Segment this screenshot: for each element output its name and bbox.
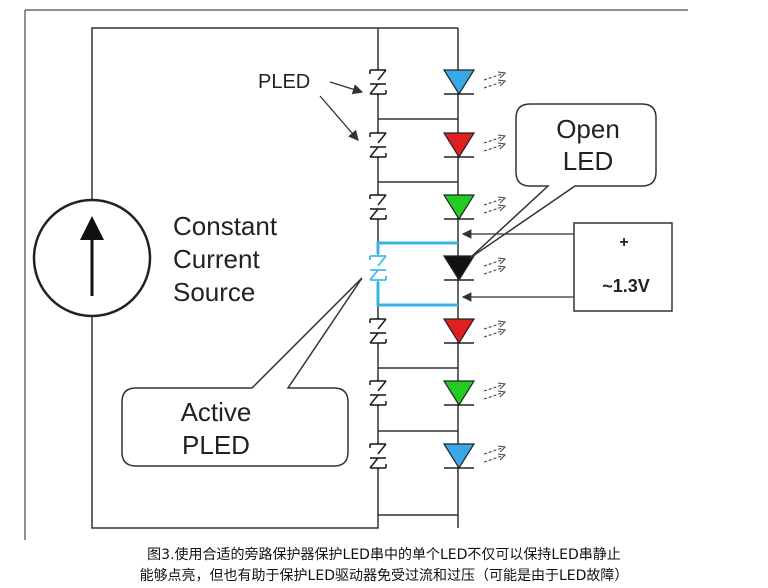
pled-pointer-1 <box>329 81 364 95</box>
led-7-blue <box>442 443 507 470</box>
led-4-open <box>442 255 507 282</box>
open-led-callout <box>469 103 657 259</box>
pled-label: PLED <box>258 71 310 93</box>
active-bypass-path <box>376 241 458 307</box>
pled-pointer-2 <box>319 95 359 141</box>
caption-line-1: 图3.使用合适的旁路保护器保护LED串中的单个LED不仅可以保持LED串静止 <box>147 547 621 563</box>
outer-loop-wire <box>91 27 459 529</box>
active-pled-label-line2: PLED <box>182 430 250 460</box>
pled-zener-7 <box>369 442 387 470</box>
caption-line-2: 能够点亮，但也有助于保护LED驱动器免受过流和过压（可能是由于LED故障） <box>139 568 629 584</box>
open-led-label-line1: Open <box>556 114 620 144</box>
active-pled-callout <box>121 277 363 467</box>
ladder-rails <box>377 28 459 515</box>
active-pled-label-line1: Active <box>181 397 252 427</box>
pled-zener-2 <box>369 131 387 159</box>
source-label-line3: Source <box>173 277 255 307</box>
led-group <box>442 69 507 470</box>
pled-zener-4 <box>369 254 387 282</box>
pled-zener-1 <box>369 68 387 96</box>
led-1-blue <box>442 69 507 96</box>
voltage-plus: + <box>619 234 628 251</box>
led-6-green <box>442 380 507 407</box>
pled-zener-6 <box>369 379 387 407</box>
source-label-line1: Constant <box>173 211 278 241</box>
voltage-value: ~1.3V <box>602 276 650 296</box>
source-label-line2: Current <box>173 244 260 274</box>
current-source-symbol <box>32 198 152 318</box>
pled-zener-5 <box>369 317 387 345</box>
led-5-red <box>442 318 507 345</box>
open-led-label-line2: LED <box>563 146 614 176</box>
voltage-box <box>573 222 673 312</box>
pled-zener-group <box>369 68 387 470</box>
led-3-green <box>442 194 507 221</box>
pled-zener-3 <box>369 193 387 221</box>
led-2-red <box>442 132 507 159</box>
